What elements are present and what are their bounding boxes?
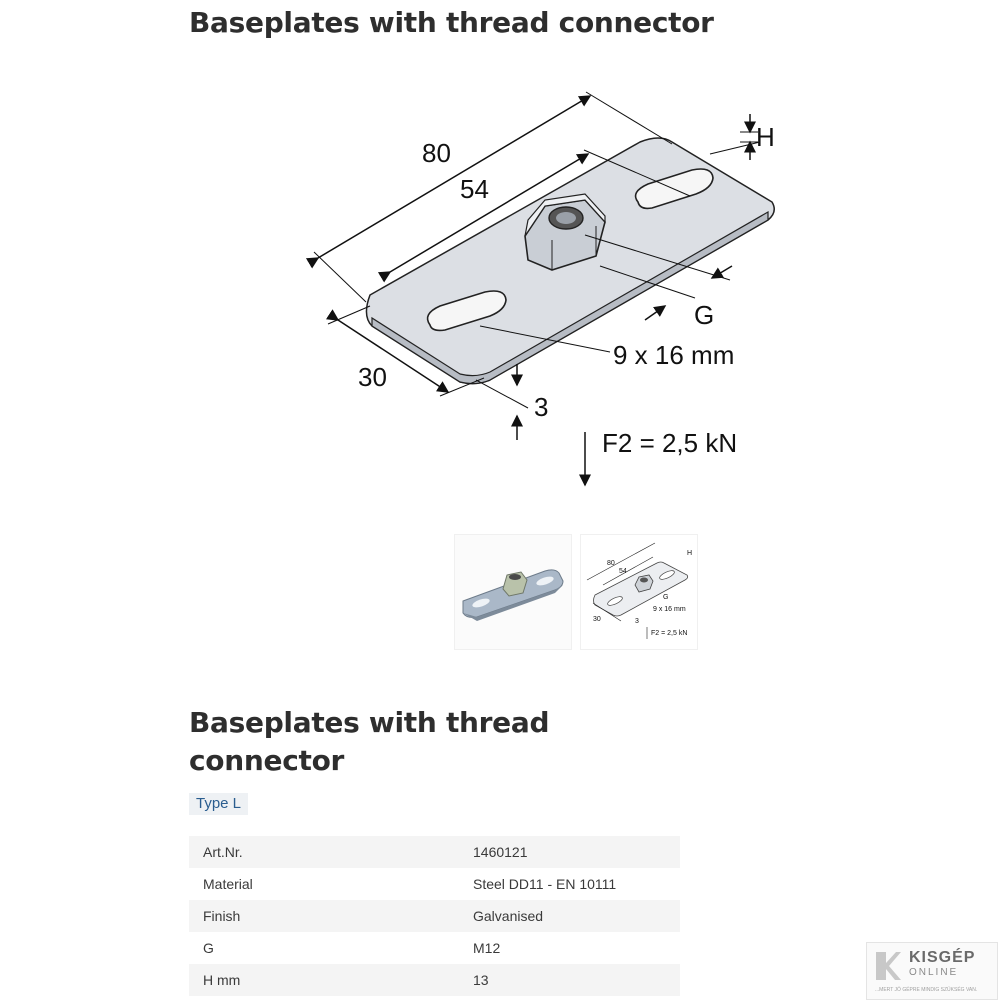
table-row: Art.Nr. 1460121 xyxy=(189,836,680,868)
spec-key: G xyxy=(203,940,214,956)
logo-sub: ONLINE xyxy=(909,967,959,978)
dim-thread-label: G xyxy=(694,300,714,330)
thumbnail-drawing[interactable]: 80 54 H G 9 x 16 mm 30 3 F2 = 2,5 kN xyxy=(580,534,698,650)
spec-value: 1460121 xyxy=(473,844,528,860)
type-badge: Type L xyxy=(189,793,249,815)
svg-text:9 x 16 mm: 9 x 16 mm xyxy=(653,606,686,613)
spec-key: Finish xyxy=(203,908,241,924)
spec-value: 13 xyxy=(473,972,489,988)
spec-value: Galvanised xyxy=(473,908,544,924)
logo-tagline: ...MERT JÓ GÉPRE MINDIG SZÜKSÉG VAN. xyxy=(875,987,978,993)
load-label: F2 = 2,5 kN xyxy=(602,428,737,458)
table-row: G M12 xyxy=(189,932,680,964)
svg-text:80: 80 xyxy=(607,560,615,567)
svg-text:30: 30 xyxy=(593,616,601,623)
spec-value: M12 xyxy=(473,940,501,956)
spec-key: Material xyxy=(203,876,253,892)
svg-text:G: G xyxy=(663,594,668,601)
logo-brand: KISGÉP xyxy=(909,949,976,966)
technical-drawing: 80 54 H G 9 x 16 mm 30 3 F2 = 2,5 kN xyxy=(305,91,775,487)
svg-text:F2 = 2,5 kN: F2 = 2,5 kN xyxy=(651,630,687,637)
dim-length-label: 80 xyxy=(422,138,451,168)
dim-width-label: 30 xyxy=(358,362,387,392)
page-heading: Baseplates with thread connector xyxy=(189,6,714,39)
spec-key: Art.Nr. xyxy=(203,844,243,860)
svg-text:3: 3 xyxy=(635,618,639,625)
dim-slot-spacing-label: 54 xyxy=(460,174,489,204)
dim-slot-label: 9 x 16 mm xyxy=(613,340,734,370)
thumbnail-photo[interactable] xyxy=(454,534,572,650)
table-row: Material Steel DD11 - EN 10111 xyxy=(189,868,680,900)
table-row: Finish Galvanised xyxy=(189,900,680,932)
spec-value: Steel DD11 - EN 10111 xyxy=(473,876,617,892)
watermark-logo: KISGÉP ONLINE ...MERT JÓ GÉPRE MINDIG SZ… xyxy=(866,942,998,1000)
spec-table: Art.Nr. 1460121 Material Steel DD11 - EN… xyxy=(189,836,680,996)
svg-text:H: H xyxy=(687,550,692,557)
dim-thickness-label: 3 xyxy=(534,392,548,422)
product-title: Baseplates with thread connector xyxy=(189,706,550,777)
dim-height-label: H xyxy=(756,122,775,152)
spec-key: H mm xyxy=(203,972,241,988)
table-row: H mm 13 xyxy=(189,964,680,996)
svg-text:54: 54 xyxy=(619,568,627,575)
logo-mark-icon xyxy=(876,952,901,980)
